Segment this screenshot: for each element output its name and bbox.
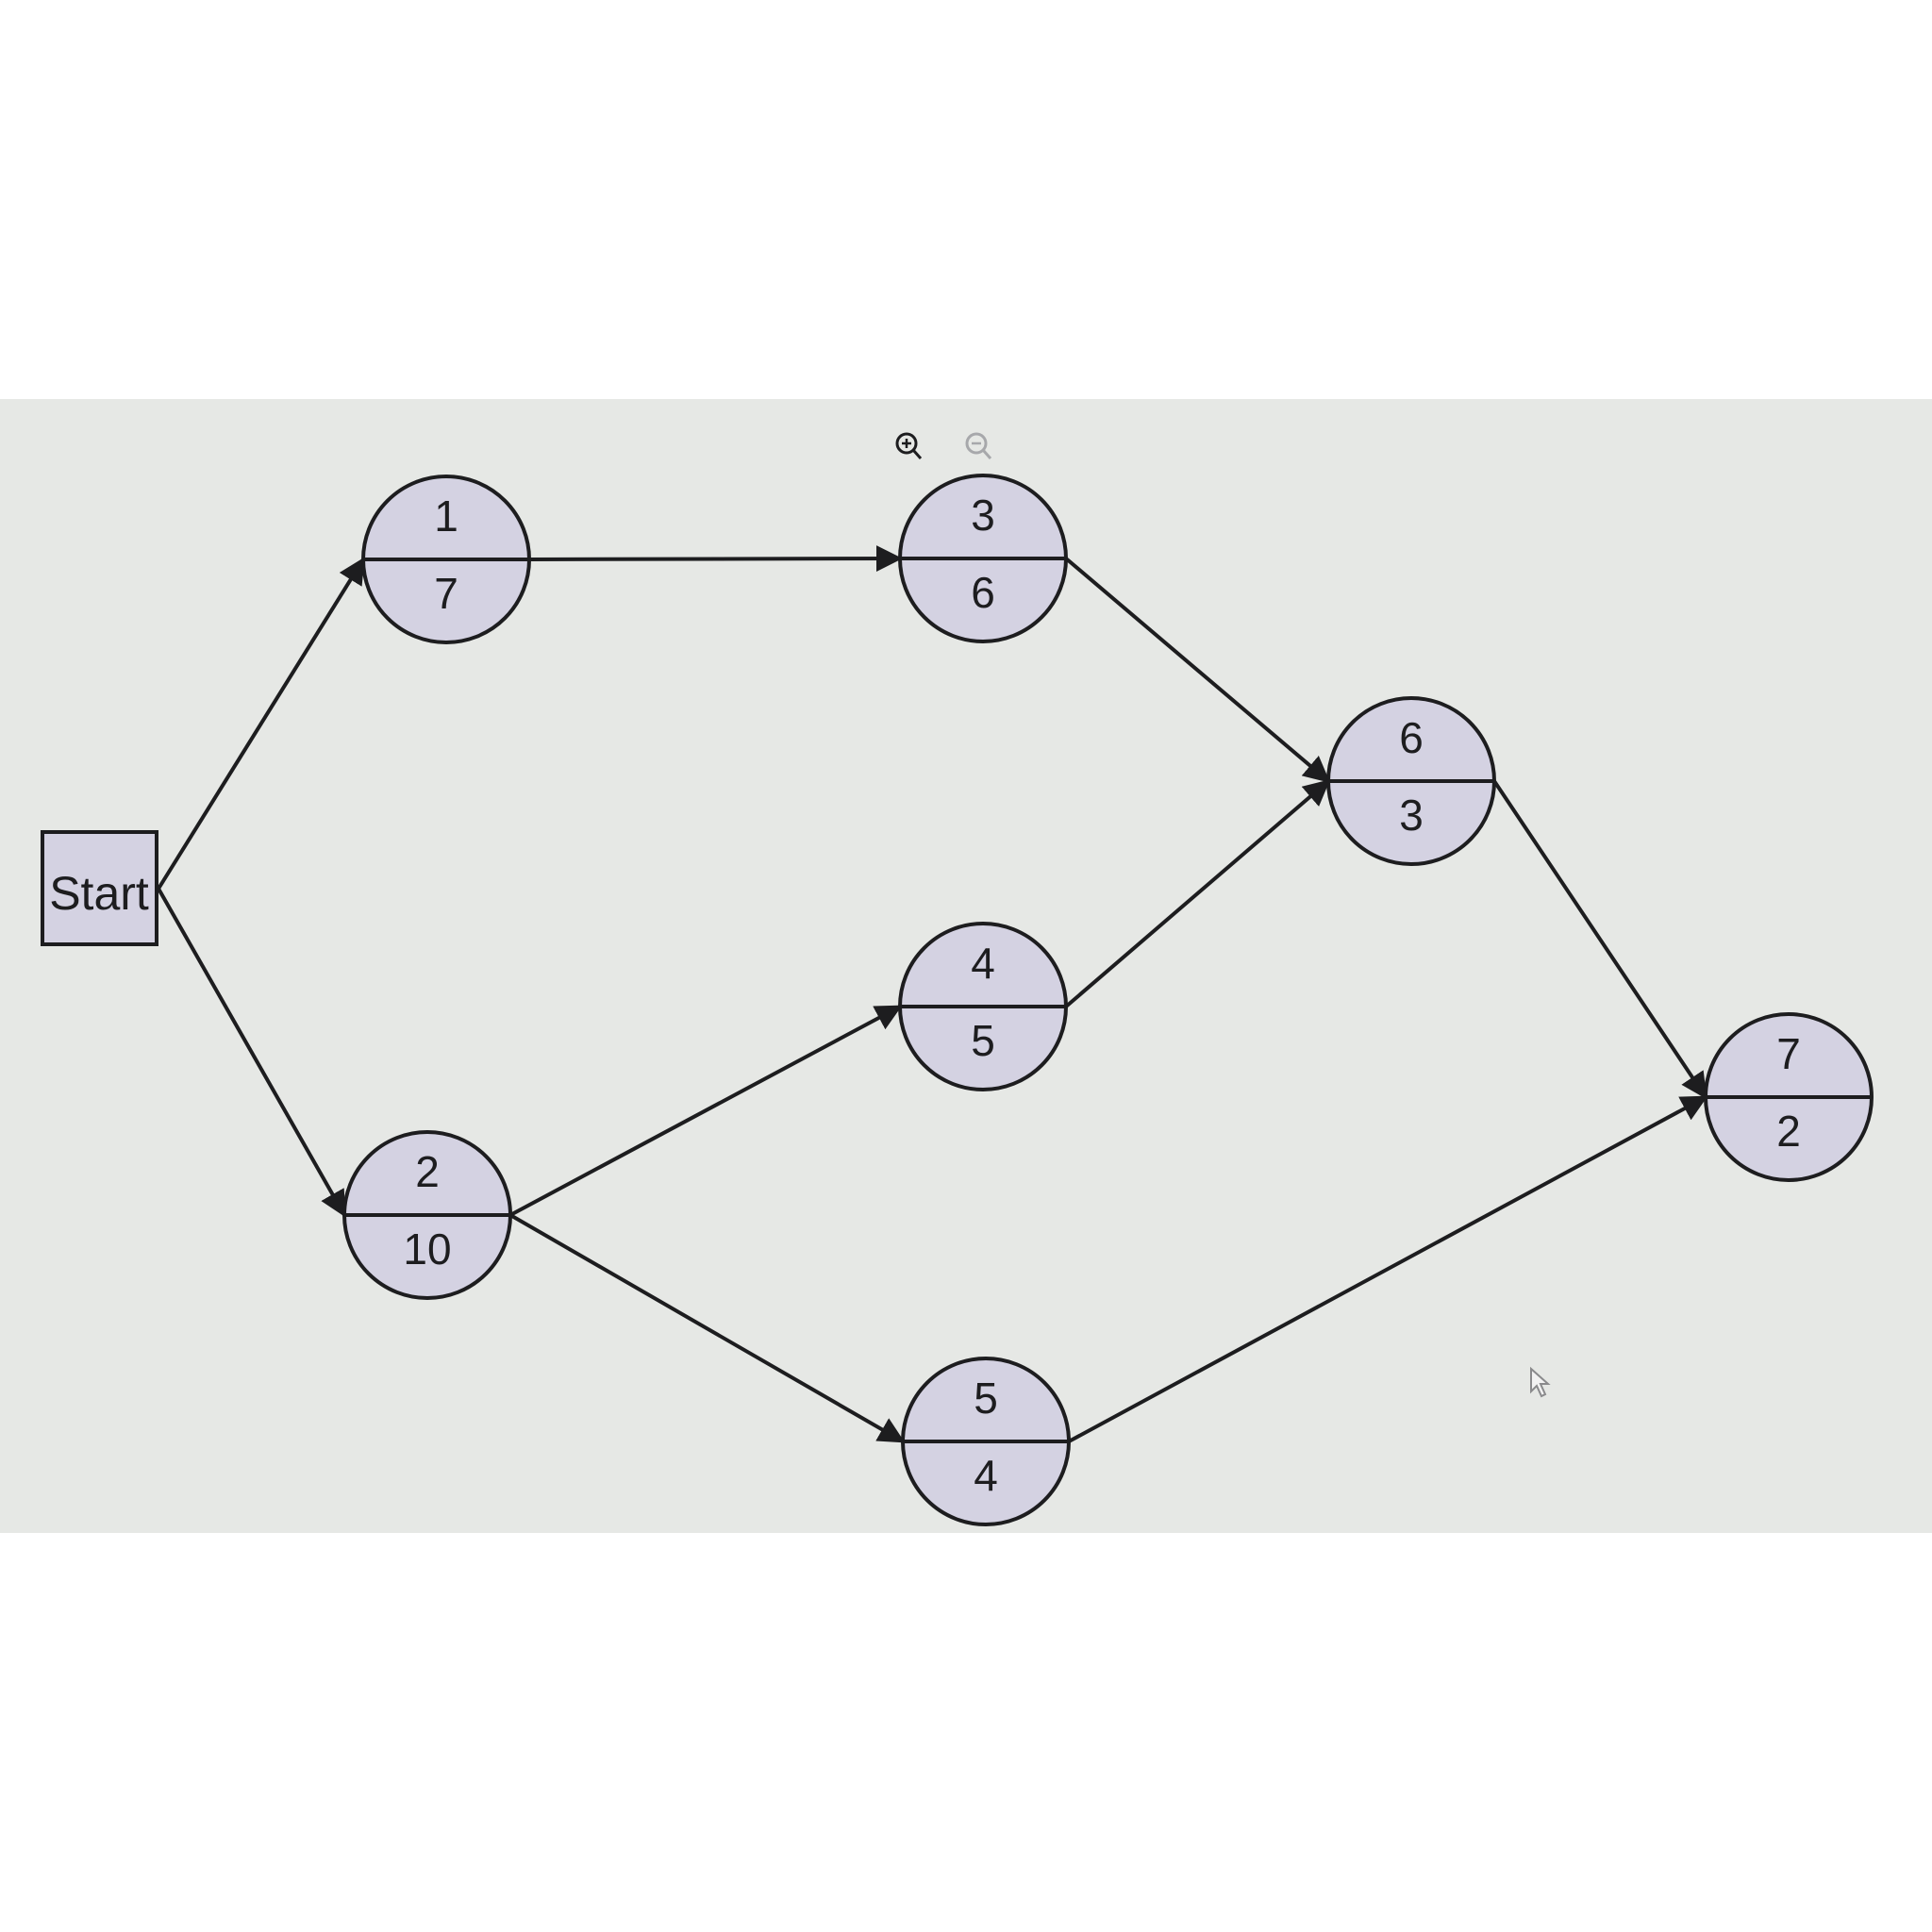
edge-4-to-6 — [1064, 779, 1331, 1008]
zoom-out-button[interactable] — [965, 432, 992, 459]
node-id-label: 4 — [971, 939, 995, 988]
node-id-label: 2 — [415, 1147, 440, 1196]
node-id-label: 7 — [1776, 1029, 1801, 1078]
node-duration-label: 7 — [434, 569, 458, 618]
node-duration-label: 2 — [1776, 1107, 1801, 1156]
zoom-in-button[interactable] — [895, 432, 923, 459]
activity-node-7[interactable]: 72 — [1704, 1012, 1874, 1182]
mouse-pointer-icon — [1530, 1366, 1551, 1398]
edge-2-to-4 — [509, 1005, 903, 1217]
node-duration-label: 4 — [974, 1451, 998, 1500]
activity-node-3[interactable]: 36 — [898, 474, 1068, 643]
node-duration-label: 10 — [403, 1224, 451, 1274]
activity-node-5[interactable]: 54 — [901, 1357, 1071, 1526]
edge-5-to-7 — [1068, 1095, 1708, 1443]
node-duration-label: 6 — [971, 568, 995, 617]
edge-start-to-1 — [157, 557, 365, 891]
activity-node-6[interactable]: 63 — [1326, 696, 1496, 866]
activity-node-4[interactable]: 45 — [898, 922, 1068, 1091]
start-node[interactable]: Start — [41, 830, 158, 946]
start-label: Start — [49, 867, 149, 920]
activity-node-2[interactable]: 2 10 — [342, 1130, 512, 1300]
activity-node-1[interactable]: 17 — [361, 475, 531, 644]
node-duration-label: 3 — [1399, 791, 1424, 840]
edges — [157, 545, 1708, 1443]
zoom-out-icon — [965, 432, 992, 459]
edge-1-to-3 — [528, 545, 903, 573]
node-id-label: 1 — [434, 491, 458, 541]
edge-3-to-6 — [1064, 557, 1331, 783]
edge-2-to-5 — [509, 1213, 906, 1443]
edge-start-to-2 — [157, 888, 346, 1218]
node-id-label: 6 — [1399, 713, 1424, 762]
start-box — [41, 830, 158, 946]
zoom-in-icon — [895, 432, 923, 459]
edge-6-to-7 — [1492, 779, 1707, 1100]
node-duration-label: 5 — [971, 1016, 995, 1065]
node-id-label: 5 — [974, 1374, 998, 1423]
node-id-label: 3 — [971, 491, 995, 540]
